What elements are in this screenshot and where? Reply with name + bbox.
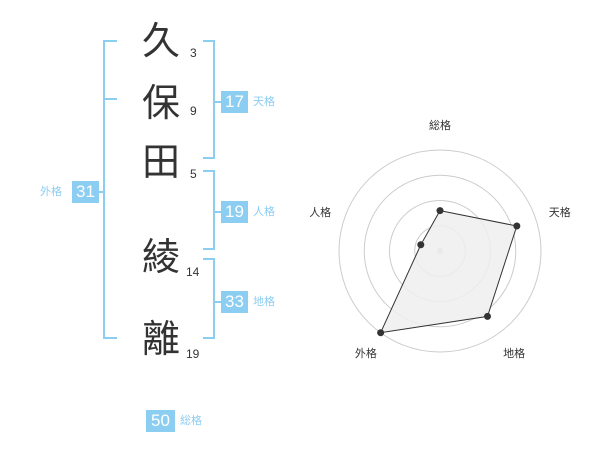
tenkaku-label: 天格 (253, 95, 275, 108)
radar-area (379, 210, 518, 334)
stroke-count-3: 5 (190, 167, 197, 181)
jinkaku-connector (213, 211, 221, 213)
gaikaku-bracket (103, 40, 117, 339)
radar-axis-label-1: 総格 (429, 118, 451, 132)
chikaku-bracket (203, 258, 215, 339)
jinkaku-badge: 19 (221, 201, 248, 223)
soukaku-label: 総格 (180, 414, 202, 427)
radar-ring-3 (363, 174, 517, 328)
jinkaku-bracket (203, 170, 215, 250)
stroke-count-1: 3 (190, 46, 197, 60)
radar-point-1 (436, 207, 444, 215)
tenkaku-bracket (203, 40, 215, 159)
tenkaku-connector (213, 101, 221, 103)
radar-axis-label-2: 天格 (549, 205, 571, 219)
name-char-4: 綾 (141, 235, 180, 279)
radar-point-4 (377, 329, 385, 337)
name-char-5: 離 (141, 317, 180, 361)
gaikaku-connector (97, 191, 105, 193)
radar-point-2 (513, 222, 521, 230)
name-char-2: 保 (141, 81, 180, 125)
radar-point-3 (483, 312, 491, 320)
radar-axis-label-5: 人格 (309, 205, 331, 219)
gaikaku-badge: 31 (72, 181, 99, 203)
name-char-3: 田 (141, 140, 180, 184)
chikaku-badge: 33 (221, 291, 248, 313)
chikaku-label: 地格 (253, 295, 275, 308)
gaikaku-label: 外格 (40, 185, 62, 198)
stroke-count-5: 19 (186, 347, 200, 361)
chikaku-connector (213, 301, 221, 303)
jinkaku-label: 人格 (253, 205, 275, 218)
radar-ring-4 (338, 149, 542, 353)
radar-axis-label-3: 地格 (503, 346, 525, 360)
stroke-count-2: 9 (190, 104, 197, 118)
soukaku-badge: 50 (146, 410, 175, 432)
gaikaku-bracket-tick (103, 98, 117, 100)
stroke-count-4: 14 (186, 265, 200, 279)
name-char-1: 久 (141, 19, 180, 63)
tenkaku-badge: 17 (221, 91, 248, 113)
radar-axis-label-4: 外格 (355, 346, 377, 360)
radar-point-5 (417, 241, 425, 249)
